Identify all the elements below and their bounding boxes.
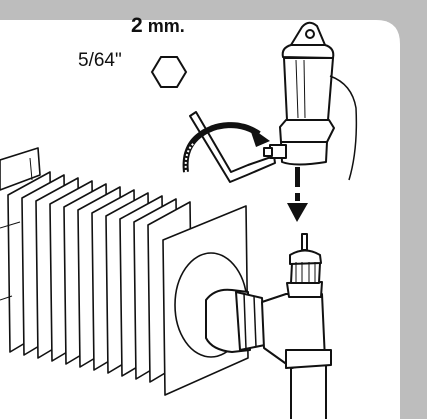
down-arrow-icon	[287, 167, 308, 222]
thermostat-head	[263, 21, 358, 181]
allen-key-imperial-size: 5/64"	[78, 50, 122, 71]
metric-value: 2	[131, 14, 143, 37]
radiator-valve	[205, 233, 332, 419]
rotate-arrow-icon	[182, 122, 270, 173]
allen-key-metric-size: 2 mm.	[131, 14, 185, 38]
metric-unit: mm.	[147, 16, 185, 36]
allen-wrench	[189, 111, 276, 183]
hex-key-icon	[150, 56, 188, 88]
